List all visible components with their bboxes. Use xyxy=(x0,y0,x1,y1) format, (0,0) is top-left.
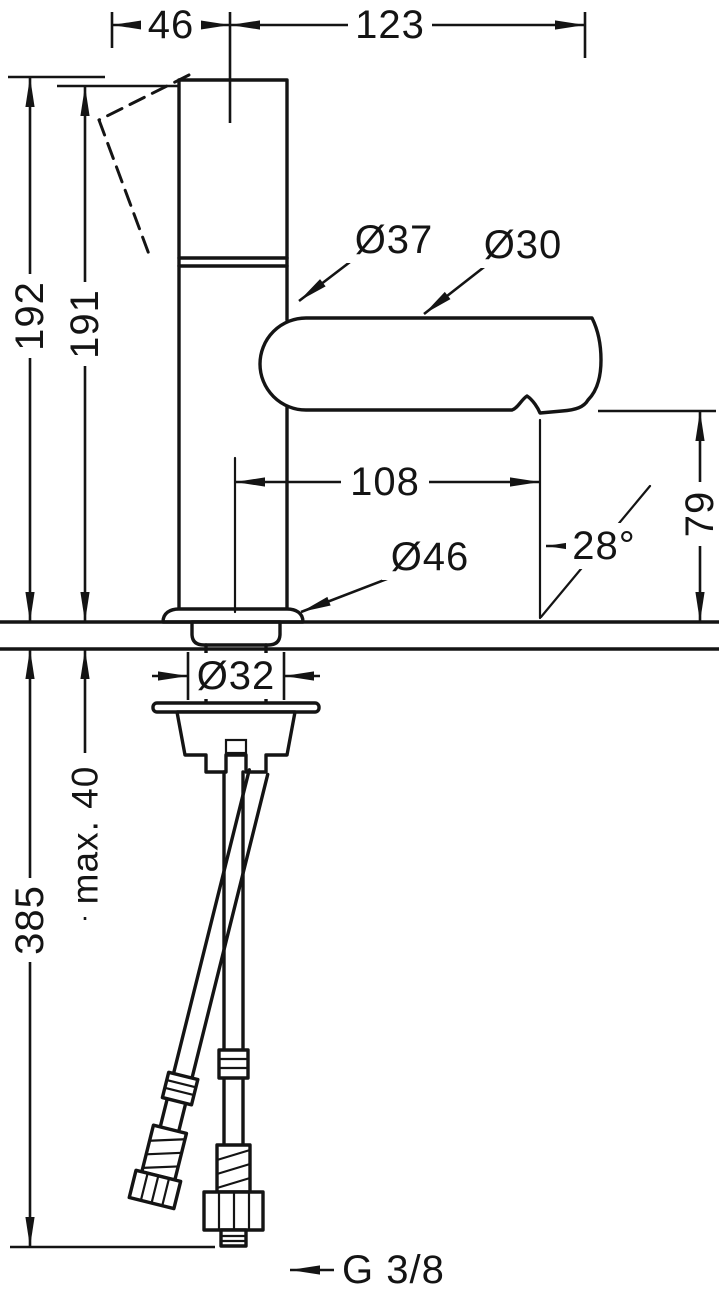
hose-collar-left xyxy=(217,1048,250,1080)
annotation-stream-angle: 28° xyxy=(539,484,652,619)
handle-tilted-dashed xyxy=(97,73,191,259)
dimension-108: 108 xyxy=(233,418,542,620)
max-40-label: max. 40 xyxy=(65,766,106,905)
spout-profile xyxy=(258,316,603,415)
dimension-max-40: max. 40 xyxy=(62,649,108,920)
dimension-46: 46 xyxy=(110,2,232,123)
dia-32-label: Ø32 xyxy=(197,654,276,698)
dimension-123: 123 xyxy=(230,2,587,58)
dim-123-label: 123 xyxy=(355,3,425,47)
dimension-dia-32: Ø32 xyxy=(152,652,320,700)
dimension-191: 191 xyxy=(57,84,180,622)
mounting-nut xyxy=(175,710,297,774)
dim-79-label: 79 xyxy=(678,491,719,538)
label-connection-thread: G 3/8 xyxy=(290,1248,445,1292)
dia-30-label: Ø30 xyxy=(484,223,563,267)
pull-rod-slot xyxy=(224,738,248,755)
dim-192-label: 192 xyxy=(8,281,52,351)
dim-385-label: 385 xyxy=(8,885,52,955)
label-dia-46: Ø46 xyxy=(300,534,478,614)
supply-hose-left xyxy=(202,770,265,1248)
dim-46-label: 46 xyxy=(148,3,195,47)
dim-191-label: 191 xyxy=(63,289,107,359)
hose-connector-right xyxy=(127,1123,189,1211)
spout xyxy=(258,316,603,415)
thread-label: G 3/8 xyxy=(342,1248,445,1292)
faucet-outline xyxy=(97,73,603,1248)
dimension-79: 79 xyxy=(598,409,719,622)
dim-108-label: 108 xyxy=(350,460,420,504)
faucet-body xyxy=(177,78,289,611)
label-dia-37: Ø37 xyxy=(298,217,442,303)
dia-37-label: Ø37 xyxy=(355,218,434,262)
counter-section-lines xyxy=(0,620,719,651)
label-dia-30: Ø30 xyxy=(423,222,571,316)
angle-28-label: 28° xyxy=(572,524,636,568)
dimension-385: 385 xyxy=(7,649,215,1249)
escutcheon xyxy=(161,607,305,624)
base-gasket xyxy=(190,620,282,647)
hose-connector-left xyxy=(202,1143,265,1248)
supply-hose-right xyxy=(127,768,270,1211)
thread-stub-left xyxy=(219,1228,248,1248)
dia-46-label: Ø46 xyxy=(391,535,470,579)
dimension-192: 192 xyxy=(7,75,105,622)
